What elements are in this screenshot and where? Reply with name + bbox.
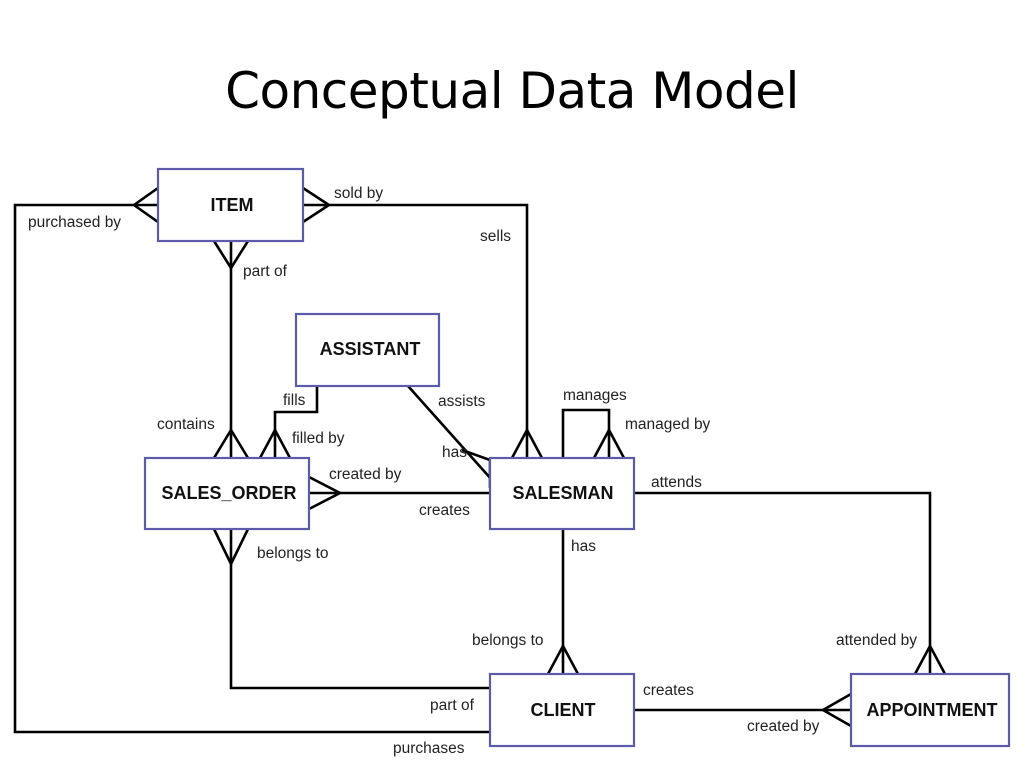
label-client-purchases: purchases: [393, 740, 465, 757]
entity-salesman-label: SALESMAN: [512, 483, 613, 503]
label-appointment-attended-by: attended by: [836, 632, 917, 649]
line-salesorder-client: [229, 529, 490, 690]
label-salesman-sells: sells: [480, 228, 511, 245]
label-item-purchased-by: purchased by: [28, 214, 121, 231]
entity-appointment-label: APPOINTMENT: [866, 700, 997, 720]
label-client-creates: creates: [643, 682, 694, 699]
label-salesman-manages: manages: [563, 387, 627, 404]
entity-assistant: ASSISTANT: [294, 312, 441, 388]
line-item-salesman: [303, 203, 529, 458]
label-order-created-by: created by: [329, 466, 402, 483]
line-assistant-salesorder: [273, 386, 319, 458]
label-salesman-managed-by: managed by: [625, 416, 711, 433]
entity-assistant-label: ASSISTANT: [320, 339, 421, 359]
label-order-belongs-to: belongs to: [257, 545, 329, 562]
entity-item-label: ITEM: [211, 195, 254, 215]
entity-appointment: APPOINTMENT: [849, 672, 1011, 748]
entity-client: CLIENT: [488, 672, 636, 748]
entity-salesman: SALESMAN: [488, 456, 636, 531]
label-assistant-assists: assists: [438, 393, 486, 410]
line-assistant-salesman: [407, 385, 493, 481]
line-salesman-manages: [561, 408, 611, 458]
line-item-client-purchases: [13, 203, 490, 734]
entity-sales-order: SALES_ORDER: [143, 456, 311, 531]
label-salesman-has-assistant: has: [442, 444, 467, 461]
label-order-filled-by: filled by: [292, 430, 345, 447]
label-salesman-creates: creates: [419, 502, 470, 519]
line-salesman-appointment: [634, 491, 932, 674]
label-client-belongs-to: belongs to: [472, 632, 544, 649]
label-order-contains: contains: [157, 416, 215, 433]
label-salesman-has-client: has: [571, 538, 596, 555]
entity-item: ITEM: [156, 167, 305, 243]
label-assistant-fills: fills: [283, 392, 306, 409]
page-title: Conceptual Data Model: [225, 62, 799, 120]
label-appointment-created-by: created by: [747, 718, 820, 735]
label-salesman-attends: attends: [651, 474, 702, 491]
label-item-sold-by: sold by: [334, 185, 383, 202]
label-client-part-of: part of: [430, 697, 475, 714]
entity-client-label: CLIENT: [531, 700, 596, 720]
entity-sales-order-label: SALES_ORDER: [161, 483, 296, 503]
label-item-part-of: part of: [243, 263, 288, 280]
